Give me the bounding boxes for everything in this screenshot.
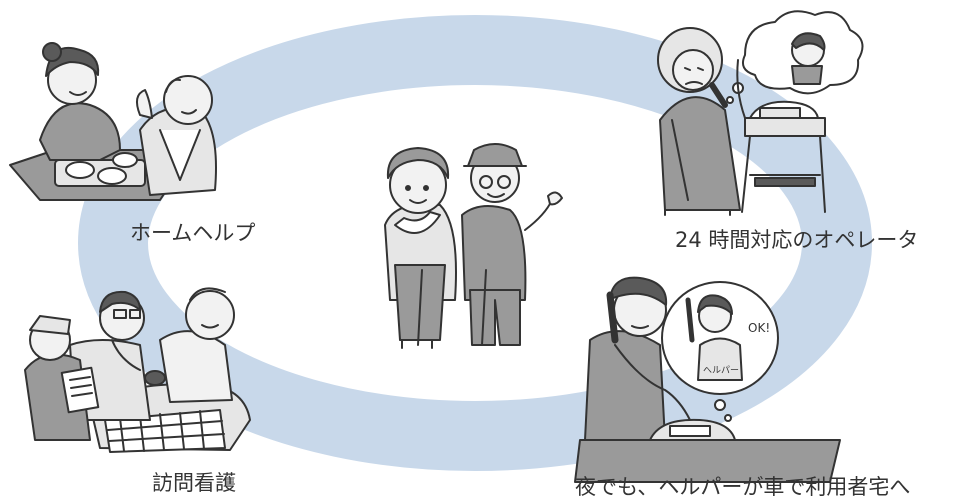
service-ring <box>78 15 872 471</box>
operator-scene-icon <box>657 10 864 216</box>
home-help-scene-icon <box>9 42 217 201</box>
home-help-label: ホームヘルプ <box>130 221 256 245</box>
elderly-couple-icon <box>384 143 563 349</box>
visit-nursing-label: 訪問看護 <box>152 471 236 495</box>
ok-text: OK! <box>748 321 770 335</box>
operator-label: 24 時間対応のオペレータ <box>675 228 919 252</box>
visit-nursing-scene-icon <box>24 287 251 453</box>
night-helper-scene-icon: OK! へルパー <box>574 276 841 483</box>
night-helper-label: 夜でも、ヘルパーが車で利用者宅へ <box>575 475 911 499</box>
helper-apron-text: へルパー <box>703 365 739 376</box>
